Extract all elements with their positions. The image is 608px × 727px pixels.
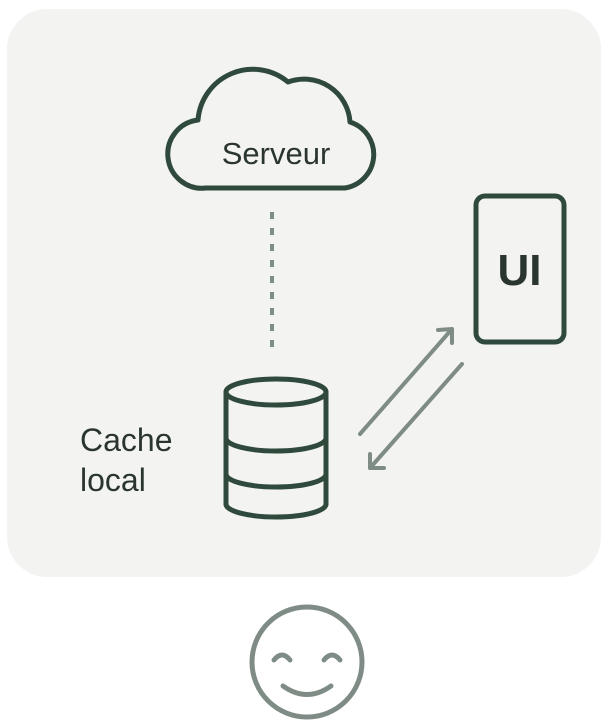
- cache-label-line1: Cache: [80, 422, 173, 458]
- sync-arrows: [358, 327, 464, 470]
- cache-label: Cache local: [80, 420, 220, 500]
- cloud-icon: [165, 66, 377, 191]
- cache-label-line2: local: [80, 462, 146, 498]
- server-label: Serveur: [221, 136, 331, 171]
- smiley-face-icon: [249, 604, 365, 720]
- phone-icon: [473, 193, 567, 345]
- ui-label: UI: [497, 246, 542, 295]
- database-icon: [223, 376, 329, 520]
